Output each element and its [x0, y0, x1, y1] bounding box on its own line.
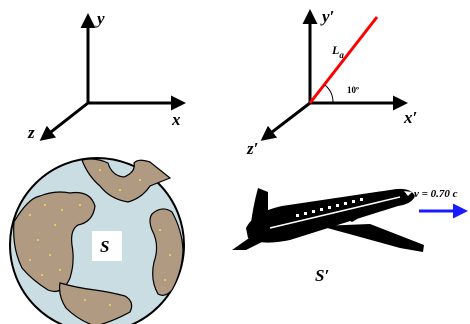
airplane-icon: S′ [232, 188, 424, 285]
z-prime-axis-label: z′ [246, 139, 258, 158]
plane-windows [296, 198, 363, 217]
x-axis-label: x [171, 110, 181, 129]
frame-s-prime-axes: y′ x′ z′ La 10º [246, 7, 417, 158]
rod-line [308, 16, 379, 104]
continent-left [13, 191, 96, 293]
z-prime-axis [260, 101, 311, 141]
earth-globe-icon: S [9, 157, 185, 324]
earth-label: S [100, 237, 109, 256]
rod-length-label: La [331, 43, 344, 60]
x-prime-axis-label: x′ [403, 108, 417, 127]
frame-s-axes: y x z [27, 9, 186, 142]
z-axis-label: z [27, 123, 35, 142]
earth-label-box [92, 231, 122, 261]
angle-arc [324, 84, 334, 104]
continent-right [149, 208, 184, 296]
angle-label: 10º [347, 85, 359, 95]
velocity-label: v = 0.70 c [414, 188, 458, 200]
velocity-indicator: v = 0.70 c [414, 188, 468, 219]
y-prime-axis-label: y′ [320, 7, 334, 26]
plane-label: S′ [315, 266, 329, 285]
continent-bottom [59, 282, 133, 324]
land-dots [29, 169, 171, 306]
y-axis-label: y [95, 9, 105, 28]
z-axis [39, 101, 89, 141]
continent-top [81, 158, 172, 203]
